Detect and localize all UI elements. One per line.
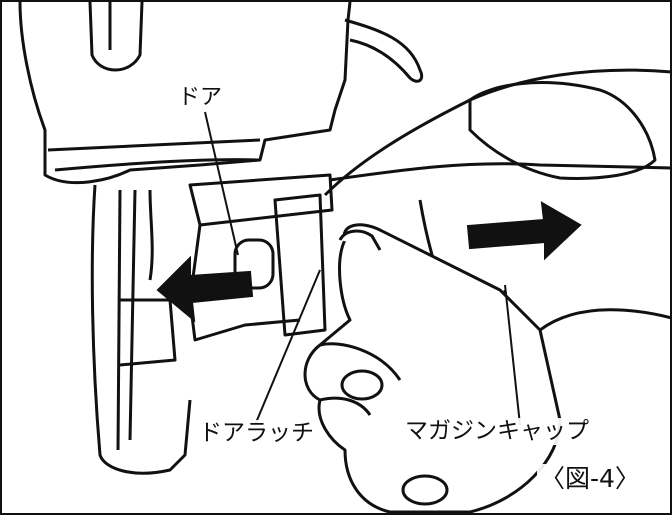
figure-number: 〈図-4〉 — [537, 464, 643, 493]
right-arrow-icon — [466, 201, 582, 261]
leader-lines — [204, 111, 521, 426]
label-door: ドア — [176, 85, 225, 110]
hand — [303, 223, 562, 514]
label-magazine-cap: マガジンキャップ — [402, 418, 592, 445]
left-arrow-icon — [156, 255, 254, 323]
tool-head — [18, 1, 424, 185]
label-door-latch: ドアラッチ — [196, 420, 317, 447]
